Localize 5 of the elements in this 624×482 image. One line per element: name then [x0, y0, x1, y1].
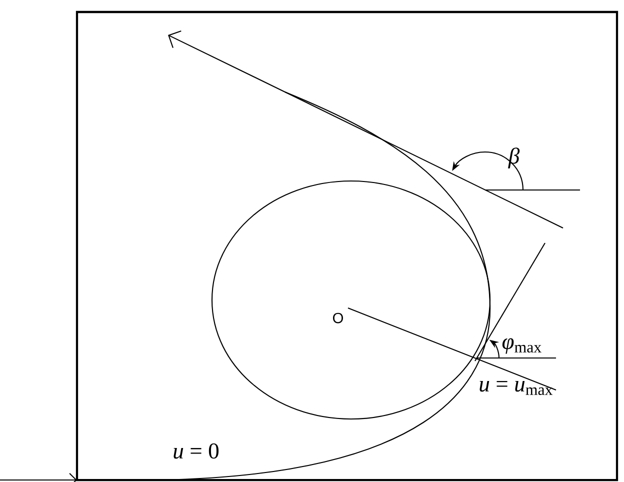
angle-label: β [508, 148, 520, 168]
point-label: u = 0 [174, 443, 219, 459]
angle-label: φ$_{max}$ [502, 338, 542, 354]
point-label: u = u$_{max}$ [480, 381, 553, 395]
point-label: O [333, 312, 343, 324]
